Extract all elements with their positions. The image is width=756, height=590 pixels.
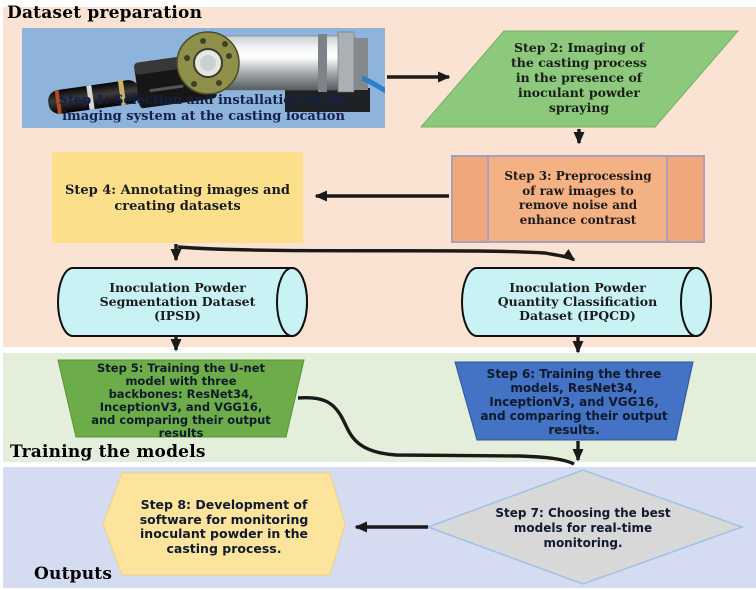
ipqcd-cylinder <box>461 267 712 337</box>
step8-hexagon <box>102 472 346 576</box>
ipsd-cylinder <box>57 267 308 337</box>
step3-left-strip <box>453 157 488 241</box>
arrow-step4-to-ipqcd <box>177 245 576 262</box>
step2-label: Step 2: Imaging of the casting process i… <box>511 40 647 115</box>
step5-trapezoid <box>57 359 305 438</box>
step2-parallelogram <box>419 30 740 128</box>
housing-illustration <box>176 31 385 112</box>
band-title-dataset-preparation: Dataset preparation <box>7 3 203 23</box>
cable-illustration <box>361 75 385 94</box>
ipsd-label: Inoculation Powder Segmentation Dataset … <box>99 280 256 323</box>
connector-step5-merge <box>297 395 575 466</box>
step5-label: Step 5: Training the U-net model with th… <box>91 361 271 440</box>
band-title-training-models: Training the models <box>10 442 206 462</box>
step4-rectangle <box>52 152 303 243</box>
step3-label: Step 3: Preprocessing of raw images to r… <box>504 169 652 227</box>
step6-label: Step 6: Training the three models, ResNe… <box>480 367 668 437</box>
band-title-outputs: Outputs <box>34 564 113 584</box>
step1-caption: Step 1: Selection and installation of th… <box>58 93 349 124</box>
step4-label: Step 4: Annotating images and creating d… <box>64 183 291 214</box>
step6-trapezoid <box>454 361 694 441</box>
step7-diamond <box>425 469 745 585</box>
step7-label: Step 7: Choosing the best models for rea… <box>495 506 671 550</box>
ipqcd-label: Inoculation Powder Quantity Classificati… <box>497 280 658 323</box>
step3-right-strip <box>668 157 703 241</box>
step8-label: Step 8: Development of software for moni… <box>139 497 309 556</box>
step1-photo <box>22 28 385 128</box>
arrow-layer <box>170 71 585 533</box>
step3-rectangle <box>451 155 705 243</box>
